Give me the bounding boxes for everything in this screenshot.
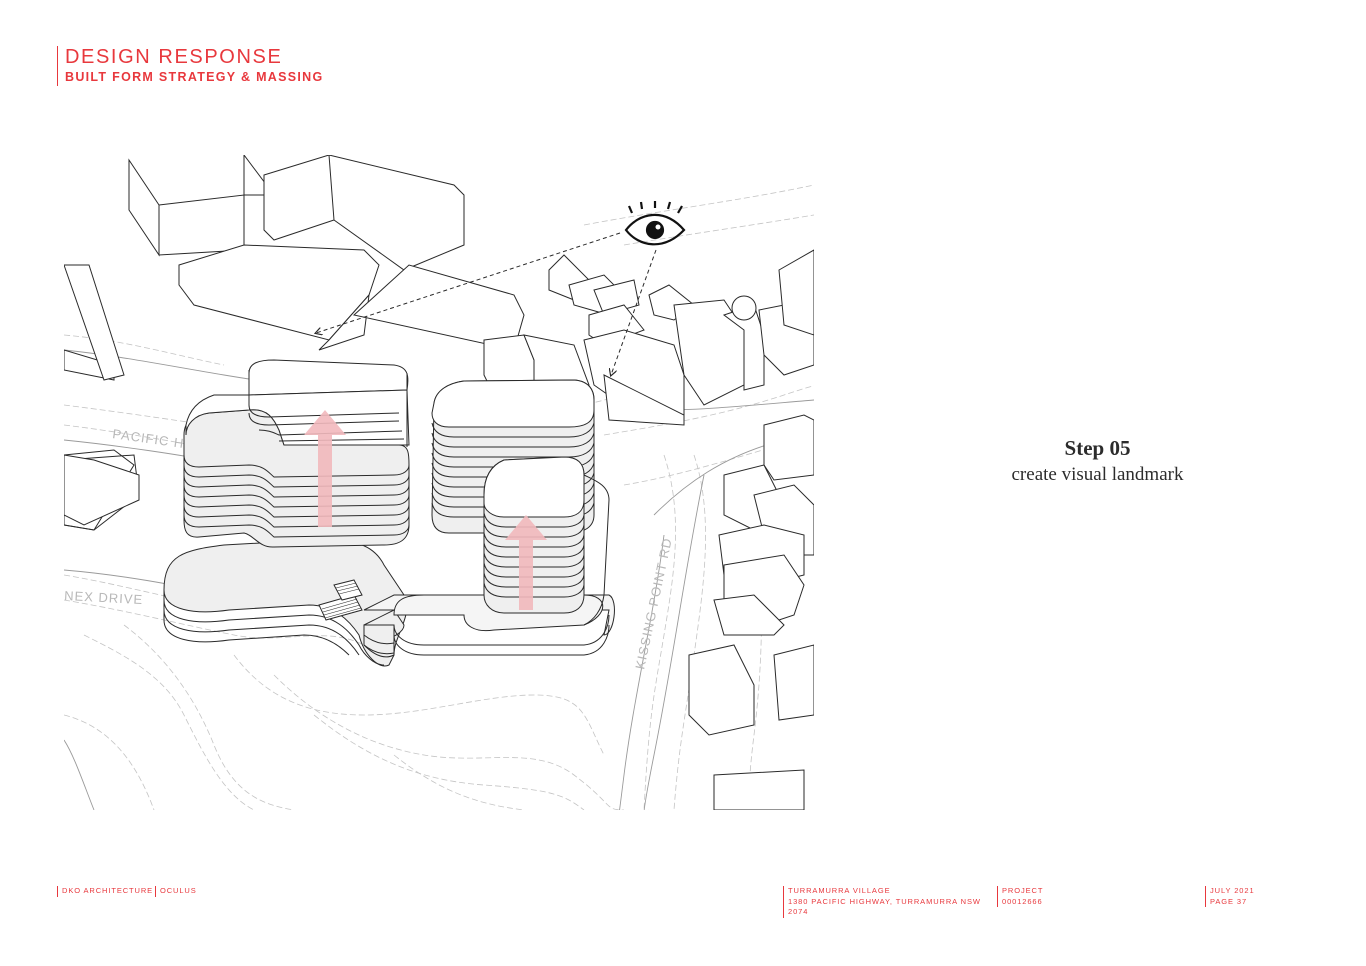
sight-lines bbox=[316, 232, 657, 375]
footer-partner: OCULUS bbox=[155, 886, 197, 897]
height-arrow-right bbox=[505, 515, 547, 610]
eye-icon bbox=[624, 201, 686, 246]
road-label-kissing: KISSING POINT RD bbox=[632, 536, 675, 670]
footer-project-name: TURRAMURRA VILLAGE bbox=[788, 886, 891, 895]
step-caption: Step 05 create visual landmark bbox=[960, 434, 1235, 488]
context-buildings bbox=[64, 155, 814, 810]
footer-page: PAGE 37 bbox=[1210, 896, 1248, 906]
road-label-pacific: PACIFIC H bbox=[112, 426, 186, 451]
footer-project-number-block: PROJECT 00012666 bbox=[997, 886, 1043, 907]
footer-project-label: PROJECT bbox=[1002, 886, 1044, 895]
footer-address-line1: 1380 PACIFIC HIGHWAY, TURRAMURRA NSW bbox=[788, 896, 981, 906]
tower-left bbox=[183, 359, 410, 548]
height-arrow-left bbox=[304, 410, 346, 527]
step-description: create visual landmark bbox=[1011, 464, 1184, 485]
footer-project-info: TURRAMURRA VILLAGE 1380 PACIFIC HIGHWAY,… bbox=[783, 886, 981, 918]
page-subtitle: BUILT FORM STRATEGY & MASSING bbox=[65, 70, 324, 84]
step-number: Step 05 bbox=[1064, 436, 1131, 460]
footer-address-line2: 2074 bbox=[788, 907, 809, 916]
page-title: DESIGN RESPONSE bbox=[65, 46, 283, 68]
footer-date: JULY 2021 bbox=[1210, 886, 1255, 895]
page-header: DESIGN RESPONSE BUILT FORM STRATEGY & MA… bbox=[57, 46, 324, 86]
massing-diagram: PACIFIC H NEX DRIVE KISSING POINT RD bbox=[64, 155, 814, 810]
footer-firm: DKO ARCHITECTURE bbox=[57, 886, 153, 897]
road-label-drive: NEX DRIVE bbox=[64, 588, 144, 607]
footer-date-block: JULY 2021 PAGE 37 bbox=[1205, 886, 1255, 907]
footer-project-number: 00012666 bbox=[1002, 896, 1043, 906]
